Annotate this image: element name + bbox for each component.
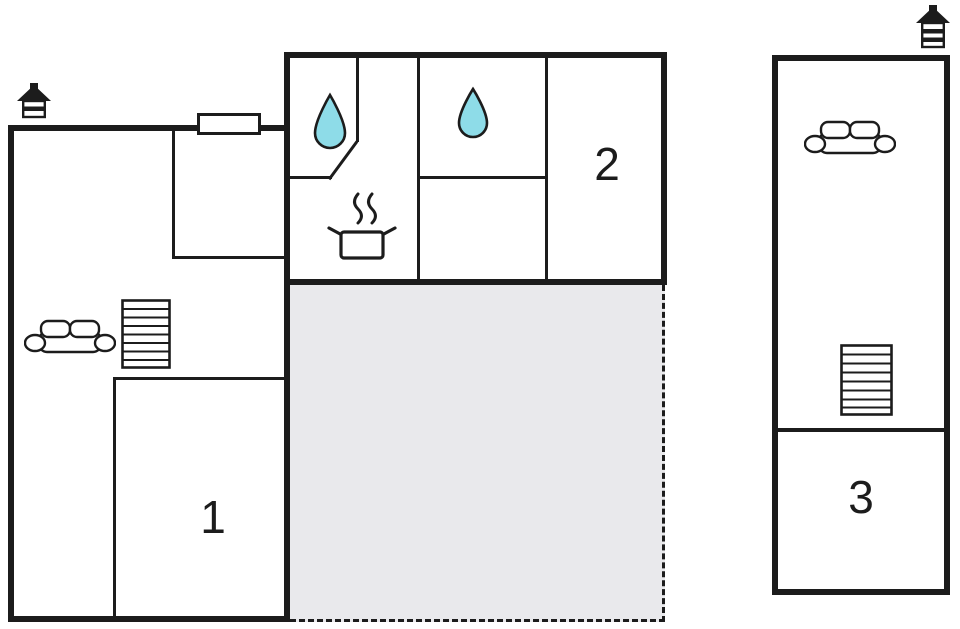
main-building-outline (8, 125, 290, 622)
interior-wall (290, 176, 332, 179)
room-3-label: 3 (848, 471, 874, 523)
sofa-icon (24, 315, 116, 363)
interior-wall (356, 58, 359, 142)
chimney-icon (915, 4, 951, 50)
interior-wall (419, 176, 546, 179)
sofa-icon (804, 116, 896, 164)
room-2-label: 2 (594, 138, 620, 190)
interior-wall (113, 377, 116, 622)
chimney-icon (16, 82, 52, 120)
interior-wall (778, 428, 944, 432)
interior-wall (417, 58, 420, 279)
terrace-area (290, 285, 665, 622)
water-drop-icon (455, 86, 491, 140)
room-1-label: 1 (200, 491, 226, 543)
window-icon (197, 113, 261, 135)
water-drop-icon (311, 92, 349, 152)
interior-wall (172, 256, 290, 259)
stairs-icon (121, 299, 171, 369)
stairs-icon (840, 344, 893, 416)
interior-wall (545, 58, 548, 279)
interior-wall (113, 377, 290, 380)
cooking-pot-icon (322, 190, 402, 262)
interior-wall (172, 131, 175, 259)
